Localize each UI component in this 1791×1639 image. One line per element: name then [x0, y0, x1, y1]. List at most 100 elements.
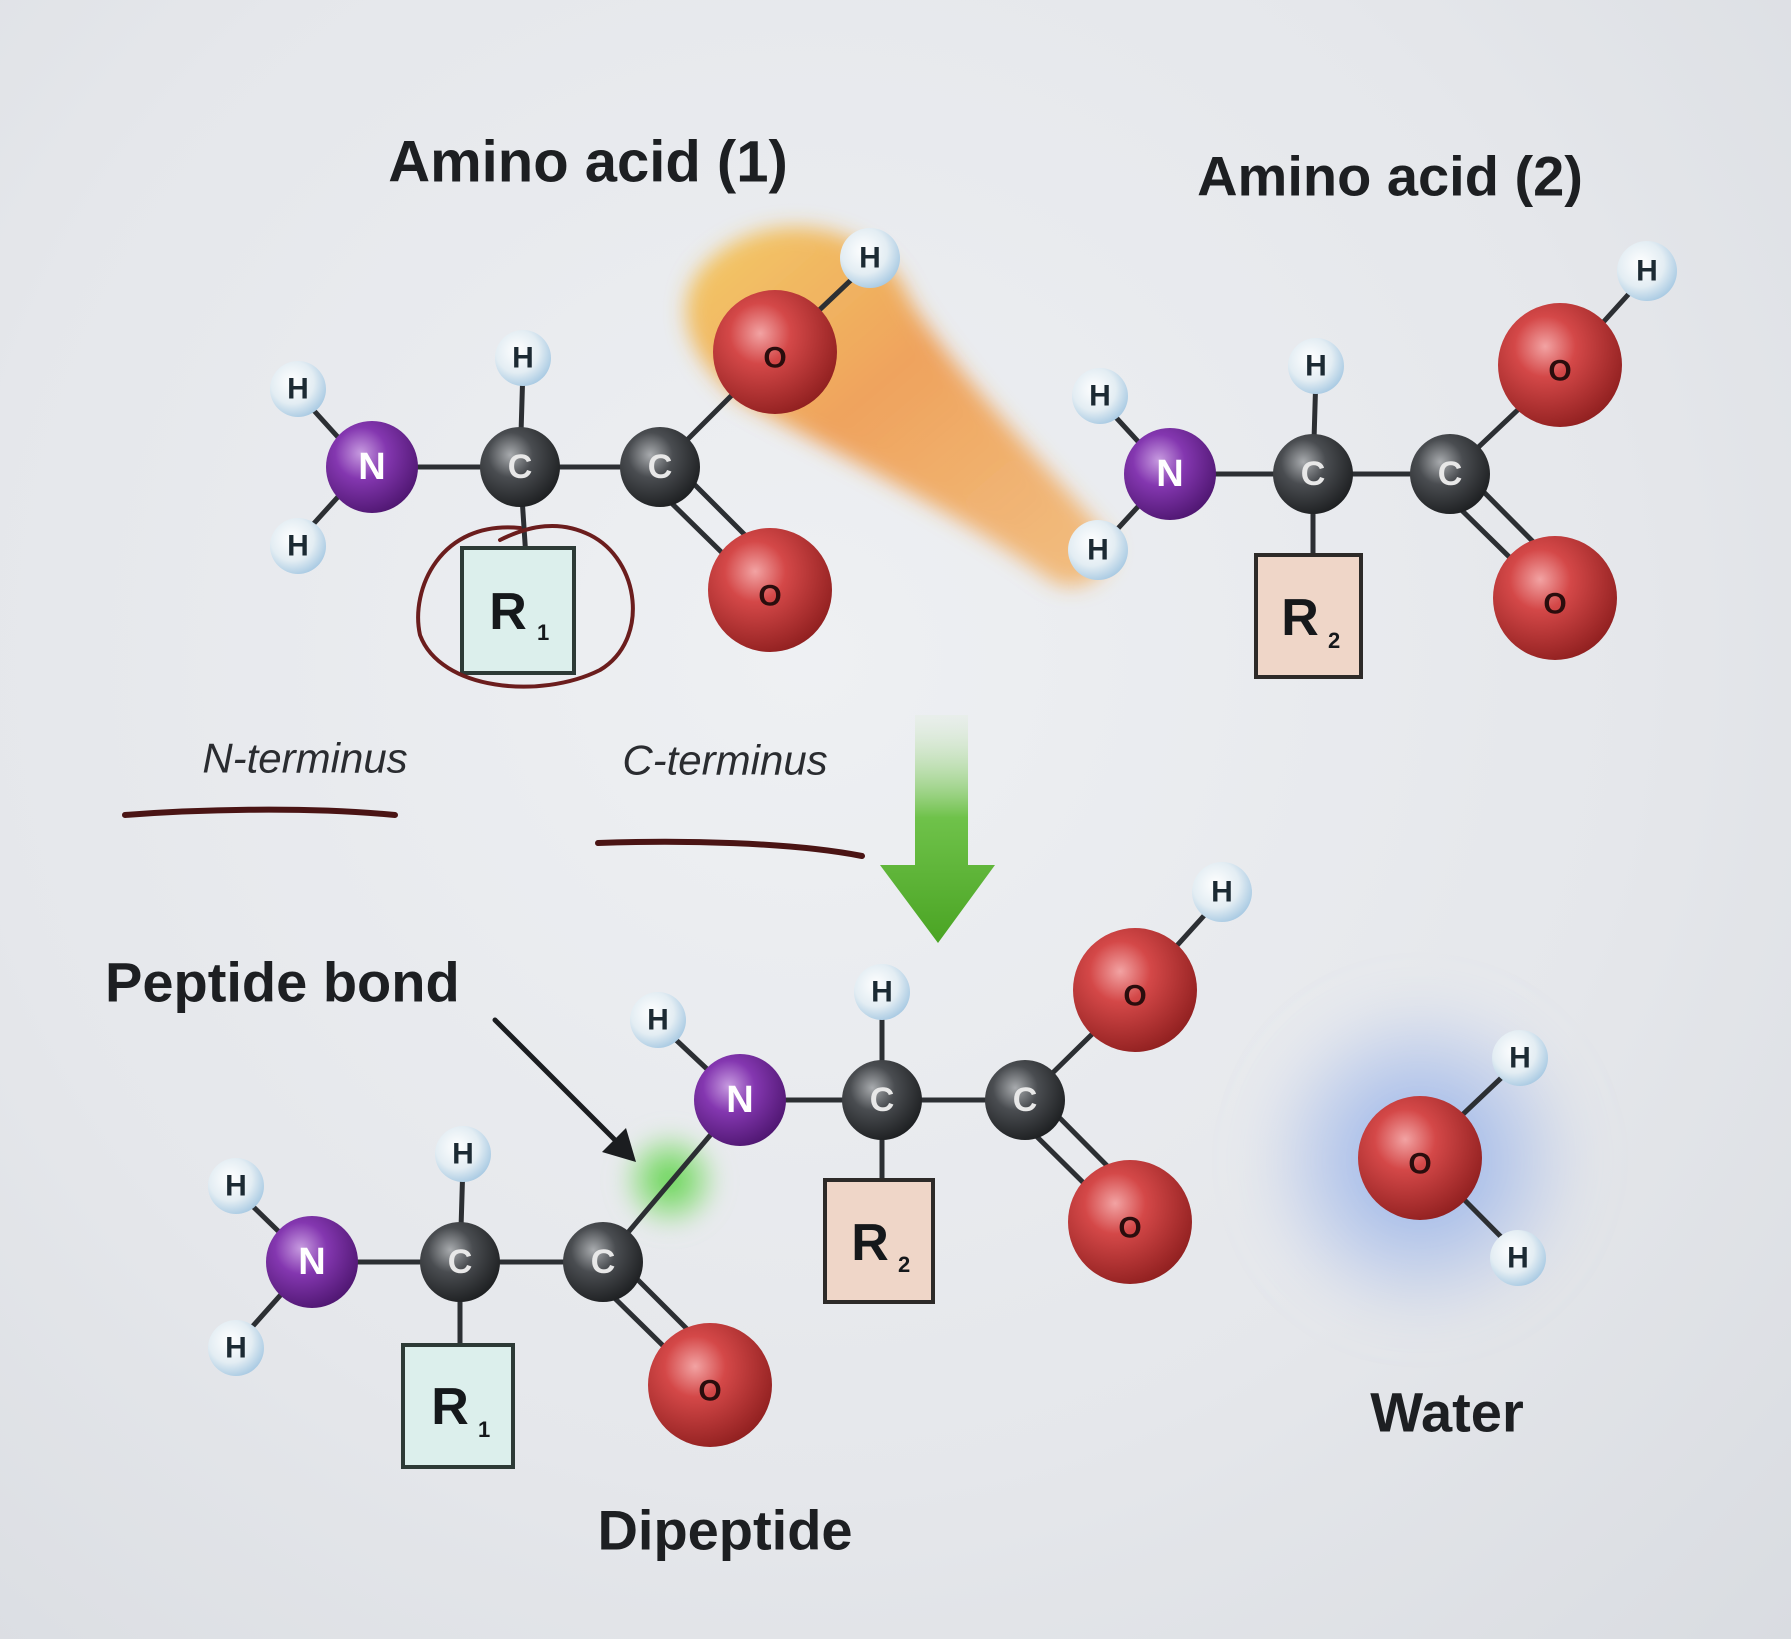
svg-text:H: H	[452, 1138, 474, 1171]
svg-text:O: O	[758, 580, 781, 613]
h-atom: H	[208, 1320, 264, 1376]
svg-text:H: H	[1305, 350, 1327, 383]
r2-label: R	[851, 1214, 889, 1272]
svg-text:C: C	[648, 448, 673, 486]
r2-subscript: 2	[1328, 628, 1340, 653]
svg-text:O: O	[1123, 980, 1146, 1013]
n-atom: N	[266, 1216, 358, 1308]
r1-subscript: 1	[478, 1417, 490, 1442]
n-atom: N	[694, 1054, 786, 1146]
c-atom: C	[1273, 434, 1353, 514]
r1-subscript: 1	[537, 620, 549, 645]
c-atom: C	[842, 1060, 922, 1140]
svg-text:C: C	[1301, 455, 1326, 493]
c-atom: C	[563, 1222, 643, 1302]
svg-text:H: H	[287, 373, 309, 406]
svg-text:H: H	[1211, 876, 1233, 909]
o-atom: O	[708, 528, 832, 652]
n-terminus-label: N-terminus	[202, 735, 407, 782]
svg-text:H: H	[859, 242, 881, 275]
svg-text:H: H	[1636, 255, 1658, 288]
h-atom: H	[630, 992, 686, 1048]
svg-text:N: N	[358, 446, 385, 488]
svg-text:C: C	[448, 1243, 473, 1281]
r1-side-chain-box	[401, 1343, 515, 1469]
n-atom: N	[1124, 428, 1216, 520]
water-molecule: O H H	[1358, 1030, 1548, 1286]
o-atom: O	[648, 1323, 772, 1447]
c-terminus-label: C-terminus	[622, 737, 827, 784]
r2-side-chain-box	[1254, 553, 1363, 679]
h-atom: H	[1192, 862, 1252, 922]
r2-side-chain-box	[823, 1178, 935, 1304]
h-atom: H	[270, 361, 326, 417]
h-atom: H	[840, 228, 900, 288]
svg-text:N: N	[1156, 453, 1183, 495]
h-atom: H	[208, 1158, 264, 1214]
peptide-bond-pointer	[492, 1017, 618, 1143]
svg-text:H: H	[1089, 380, 1111, 413]
o-atom: O	[1073, 928, 1197, 1052]
svg-text:C: C	[591, 1243, 616, 1281]
r2-label: R	[1281, 589, 1319, 647]
svg-text:H: H	[647, 1004, 669, 1037]
r1-label: R	[431, 1378, 469, 1436]
h-atom: H	[854, 964, 910, 1020]
svg-text:H: H	[225, 1170, 247, 1203]
amino-acid-1: R 1 H H N H C C O	[270, 228, 900, 689]
svg-text:H: H	[287, 530, 309, 563]
c-atom: C	[620, 427, 700, 507]
water-label: Water	[1370, 1381, 1524, 1444]
dipeptide-molecule: R 1 R 2 H H N H C C O	[208, 862, 1252, 1469]
peptide-bond-pointer-head	[602, 1128, 636, 1162]
h-atom: H	[495, 330, 551, 386]
n-terminus-underline	[122, 806, 398, 818]
svg-text:N: N	[298, 1241, 325, 1283]
c-atom: C	[420, 1222, 500, 1302]
h-atom: H	[270, 518, 326, 574]
svg-text:O: O	[698, 1375, 721, 1408]
h-atom: H	[1490, 1230, 1546, 1286]
svg-text:O: O	[763, 342, 786, 375]
h-atom: H	[1072, 368, 1128, 424]
r1-label: R	[489, 583, 527, 641]
svg-text:O: O	[1118, 1212, 1141, 1245]
h-atom: H	[1492, 1030, 1548, 1086]
svg-text:O: O	[1548, 355, 1571, 388]
svg-text:H: H	[871, 976, 893, 1009]
o-atom: O	[713, 290, 837, 414]
svg-text:O: O	[1408, 1148, 1431, 1181]
amino-acid-2: R 2 H H N H C C O	[1068, 241, 1677, 679]
svg-text:H: H	[1507, 1242, 1529, 1275]
h-atom: H	[1288, 338, 1344, 394]
h-atom: H	[1617, 241, 1677, 301]
h-atom: H	[1068, 520, 1128, 580]
reaction-arrow	[880, 715, 995, 943]
svg-text:C: C	[1438, 455, 1463, 493]
o-atom: O	[1358, 1096, 1482, 1220]
c-atom: C	[480, 427, 560, 507]
c-atom: C	[985, 1060, 1065, 1140]
svg-text:O: O	[1543, 588, 1566, 621]
c-atom: C	[1410, 434, 1490, 514]
svg-text:H: H	[512, 342, 534, 375]
svg-text:N: N	[726, 1079, 753, 1121]
h-atom: H	[435, 1126, 491, 1182]
o-atom: O	[1493, 536, 1617, 660]
o-atom: O	[1498, 303, 1622, 427]
c-terminus-underline	[595, 838, 865, 859]
r1-side-chain-box	[460, 546, 576, 675]
r1-hand-drawn-circle	[416, 523, 635, 689]
svg-text:C: C	[508, 448, 533, 486]
peptide-bond-label: Peptide bond	[105, 951, 460, 1014]
o-atom: O	[1068, 1160, 1192, 1284]
svg-text:C: C	[870, 1081, 895, 1119]
r2-subscript: 2	[898, 1252, 910, 1277]
dipeptide-label: Dipeptide	[597, 1499, 852, 1562]
svg-text:H: H	[225, 1332, 247, 1365]
amino-acid-1-title: Amino acid (1)	[388, 130, 788, 195]
svg-text:H: H	[1087, 534, 1109, 567]
svg-text:H: H	[1509, 1042, 1531, 1075]
